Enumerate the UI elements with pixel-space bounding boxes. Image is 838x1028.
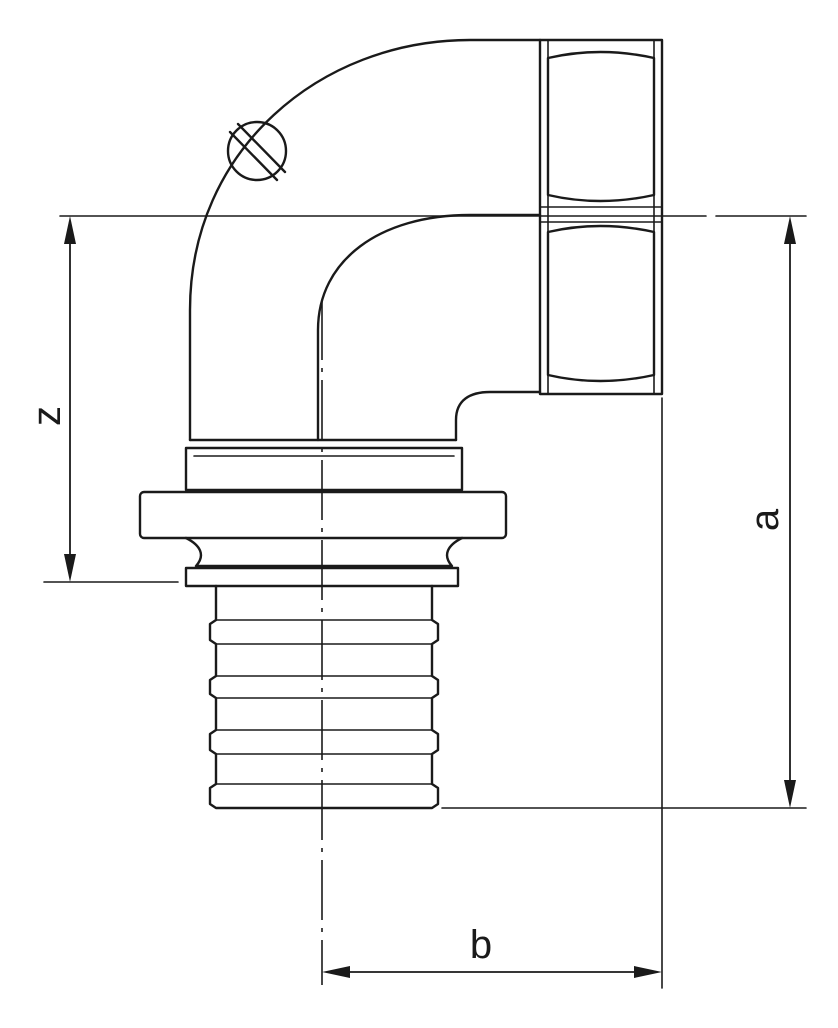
dimension-z-label: z <box>25 406 69 426</box>
barbed-spigot <box>208 584 440 810</box>
dimension-z: z <box>25 216 179 583</box>
dimension-b: b <box>322 397 663 989</box>
center-lines <box>59 215 807 985</box>
elbow-body <box>188 38 542 442</box>
dimension-a: a <box>441 216 807 809</box>
dimension-a-label: a <box>743 508 787 531</box>
screw-plug <box>226 120 288 182</box>
dimension-b-label: b <box>470 923 492 967</box>
collar <box>138 446 508 588</box>
hex-nut <box>538 38 664 396</box>
